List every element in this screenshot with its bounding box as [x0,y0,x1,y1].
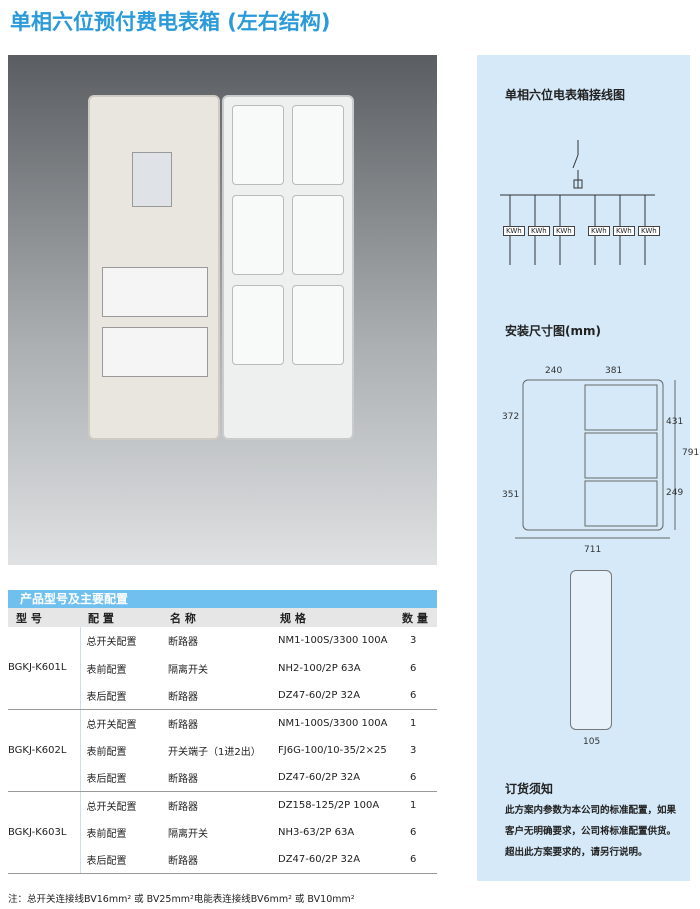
config-cell: 总开关配置 [86,801,137,813]
meter-slot [232,105,284,185]
table-row: 表前配置 隔离开关 NH2-100/2P 63A 6 [8,654,437,681]
cabinet-left-door [88,95,220,440]
meter-label: KWh [638,226,660,236]
meter-slot [292,105,344,185]
model-cell: BGKJ-K601L [8,627,81,710]
cabinet-right-meters [222,95,354,440]
config-cell: 表前配置 [86,664,127,676]
table-section-title: 产品型号及主要配置 [8,590,437,608]
header-name: 名 称 [162,608,272,627]
meter-label: KWh [588,226,610,236]
config-cell: 表后配置 [80,763,162,792]
qty-cell: 6 [394,846,437,875]
breaker-window-bottom [102,327,208,377]
name-cell: 开关端子（1进2出） [168,746,261,758]
meter-slot [292,195,344,275]
spec-cell: DZ47-60/2P 32A [272,681,394,710]
name-cell: 断路器 [162,763,272,792]
name-cell: 断路器 [168,719,198,731]
meter-slot [232,195,284,275]
name-cell: 断路器 [168,637,198,649]
name-cell: 断路器 [168,801,198,813]
wiring-diagram [500,140,655,265]
model-cell: BGKJ-K603L [8,791,81,875]
product-photo [8,55,437,565]
table-row: 表前配置 隔离开关 NH3-63/2P 63A 6 [8,819,437,846]
header-config: 配 置 [80,608,162,627]
qty-cell: 6 [410,826,417,838]
meter-label: KWh [553,226,575,236]
install-title: 安装尺寸图(mm) [505,324,601,338]
dim-791: 791 [682,448,700,458]
dim-105: 105 [583,737,601,747]
order-title: 订货须知 [505,782,554,796]
config-cell: 表前配置 [86,828,127,840]
qty-cell: 6 [410,662,417,674]
header-spec: 规 格 [272,608,394,627]
config-cell: 总开关配置 [86,719,137,731]
dim-351: 351 [502,490,520,500]
qty-cell: 3 [410,635,417,647]
spec-cell: NH2-100/2P 63A [278,662,361,674]
dim-249: 249 [666,488,684,498]
meter-label: KWh [503,226,525,236]
qty-cell: 1 [410,799,417,811]
table-header-row: 型 号 配 置 名 称 规 格 数 量 [8,608,437,627]
main-breaker [132,152,172,207]
spec-cell: DZ47-60/2P 32A [272,763,394,792]
dim-431: 431 [666,417,684,427]
config-cell: 表后配置 [80,681,162,710]
install-drawing [515,379,676,539]
model-cell: BGKJ-K602L [8,709,81,792]
qty-cell: 6 [394,763,437,792]
breaker-window-top [102,267,208,317]
dim-372: 372 [502,412,520,422]
spec-cell: NM1-100S/3300 100A [278,635,388,647]
spec-cell: DZ47-60/2P 32A [272,846,394,875]
config-cell: 总开关配置 [86,637,137,649]
table-row: 表前配置 开关端子（1进2出） FJ6G-100/10-35/2×25 3 [8,737,437,764]
name-cell: 隔离开关 [168,828,208,840]
dim-240: 240 [545,366,563,376]
meter-label: KWh [528,226,550,236]
meter-label: KWh [613,226,635,236]
meter-slot [292,285,344,365]
qty-cell: 1 [410,717,417,729]
dim-381: 381 [605,366,623,376]
page-title: 单相六位预付费电表箱 (左右结构) [10,10,331,34]
spec-cell: NH3-63/2P 63A [278,826,355,838]
name-cell: 断路器 [162,681,272,710]
wiring-title: 单相六位电表箱接线图 [505,88,626,102]
header-qty: 数 量 [394,608,437,627]
side-view [570,570,612,730]
footnote: 注：总开关连接线BV16mm² 或 BV25mm²电能表连接线BV6mm² 或 … [8,894,355,905]
spec-cell: FJ6G-100/10-35/2×25 [278,744,387,756]
dim-711: 711 [584,545,602,555]
qty-cell: 3 [410,744,417,756]
config-cell: 表后配置 [80,846,162,875]
spec-cell: NM1-100S/3300 100A [278,717,388,729]
order-text: 此方案内参数为本公司的标准配置，如果客户无明确要求，公司将标准配置供货。超出此方… [505,805,677,858]
name-cell: 隔离开关 [168,664,208,676]
meter-slot [232,285,284,365]
config-cell: 表前配置 [86,746,127,758]
spec-cell: DZ158-125/2P 100A [278,799,380,811]
name-cell: 断路器 [162,846,272,875]
header-model: 型 号 [8,608,80,627]
right-info-panel [477,55,690,881]
qty-cell: 6 [394,681,437,710]
